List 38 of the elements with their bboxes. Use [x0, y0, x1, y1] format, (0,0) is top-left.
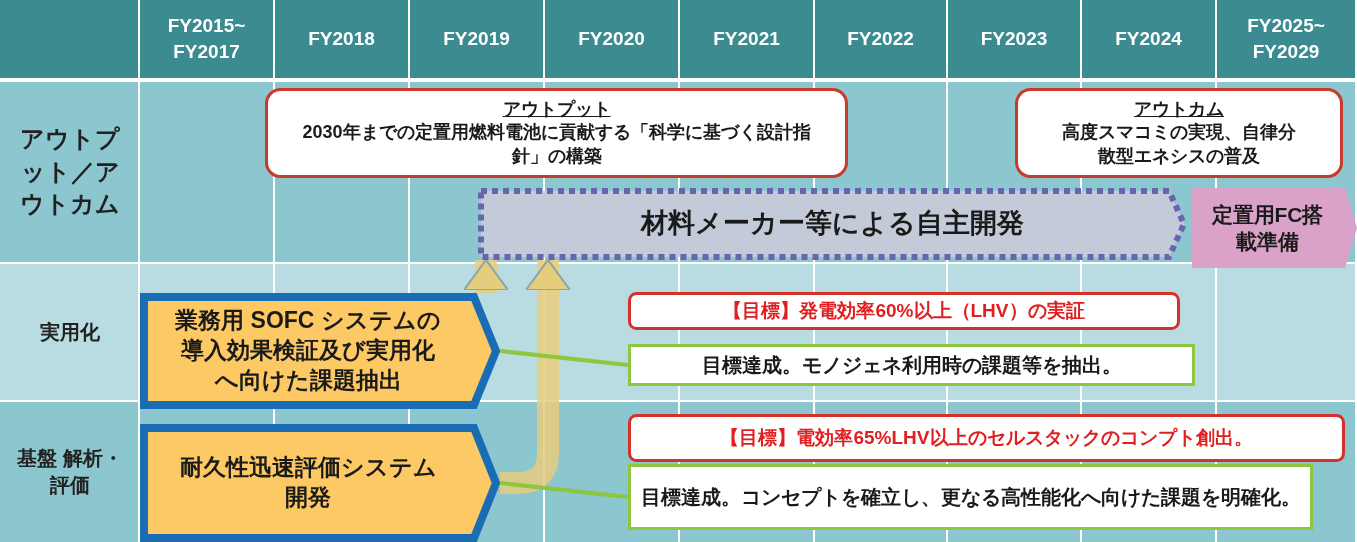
box-text: 耐久性迅速評価システム開発	[178, 453, 438, 512]
year-header: FY2020	[578, 27, 645, 51]
goal-box	[628, 292, 1180, 330]
leader-line	[499, 349, 629, 367]
box-text: 【目標】電効率65%LHV以上のセルスタックのコンプト創出。	[720, 425, 1253, 450]
year-header: FY2015~ FY2017	[166, 14, 247, 64]
block-arrow	[463, 259, 509, 293]
goal-box	[628, 414, 1345, 462]
box-text: 目標達成。モノジェネ利用時の課題等を抽出。	[701, 353, 1122, 378]
year-header: FY2022	[847, 27, 914, 51]
callout-box	[1015, 88, 1343, 178]
box-text: 【目標】発電効率60%以上（LHV）の実証	[723, 298, 1085, 323]
box-text: 目標達成。コンセプトを確立し、更なる高性能化へ向けた課題を明確化。	[640, 485, 1301, 510]
task-box	[140, 293, 500, 409]
box-text: 高度スマコミの実現、自律分散型エネシスの普及	[1061, 121, 1297, 168]
box-text: 2030年までの定置用燃料電池に貢献する「科学に基づく設計指針」の構築	[301, 121, 812, 168]
box-text: 業務用 SOFC システムの導入効果検証及び実用化へ向けた課題抽出	[174, 306, 442, 395]
box-heading: アウトプット	[502, 97, 611, 121]
process-band	[478, 188, 1187, 260]
block-arrow	[500, 259, 571, 494]
year-header: FY2021	[713, 27, 780, 51]
result-box	[628, 464, 1313, 530]
leader-line	[499, 481, 629, 499]
row-label: 基盤 解析・評価	[16, 446, 124, 498]
year-header: FY2025~ FY2029	[1246, 14, 1326, 64]
row-label: アウトプット／アウトカム	[20, 124, 120, 220]
box-text: 定置用FC搭載準備	[1210, 201, 1325, 255]
box-heading: アウトカム	[1134, 97, 1224, 121]
year-header: FY2019	[443, 27, 510, 51]
row-label: 実用化	[39, 319, 101, 345]
result-box	[628, 344, 1195, 386]
prep-band	[1192, 188, 1357, 268]
task-box	[140, 424, 500, 542]
year-header: FY2024	[1115, 27, 1182, 51]
callout-box	[265, 88, 848, 178]
year-header: FY2018	[308, 27, 375, 51]
year-header: FY2023	[980, 27, 1048, 51]
box-text: 材料メーカー等による自主開発	[641, 207, 1024, 241]
